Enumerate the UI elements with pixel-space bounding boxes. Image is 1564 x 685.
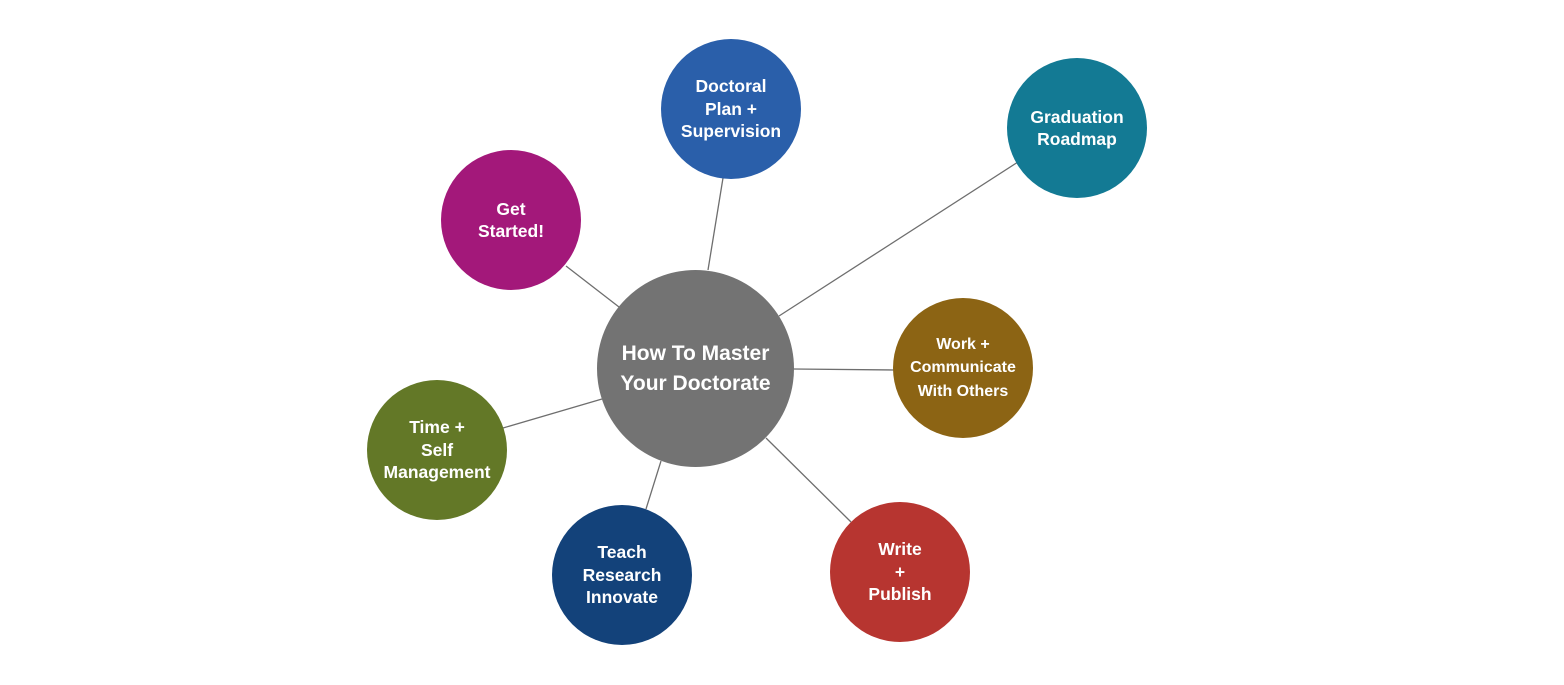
topic-label-doctoral-plan: Doctoral Plan + Supervision <box>680 76 782 142</box>
topic-label-get-started: Get Started! <box>477 198 545 241</box>
topic-node-doctoral-plan[interactable]: Doctoral Plan + Supervision <box>661 39 801 179</box>
topic-node-write-publish[interactable]: Write + Publish <box>830 502 970 642</box>
central-topic-node: How To Master Your Doctorate <box>597 270 794 467</box>
connector-get-started <box>565 265 620 308</box>
connector-write-publish <box>765 437 852 523</box>
topic-label-write-publish: Write + Publish <box>868 539 932 605</box>
topic-node-time-self-management[interactable]: Time + Self Management <box>367 380 507 520</box>
connector-time-self-management <box>502 398 603 429</box>
topic-label-work-communicate: Work + Communicate With Others <box>910 336 1016 400</box>
topic-node-graduation-roadmap[interactable]: Graduation Roadmap <box>1007 58 1147 198</box>
connector-teach-research-innovate <box>645 460 662 510</box>
topic-node-teach-research-innovate[interactable]: Teach Research Innovate <box>552 505 692 645</box>
topic-node-get-started[interactable]: Get Started! <box>441 150 581 290</box>
connector-graduation-roadmap <box>778 161 1019 317</box>
central-topic-label: How To Master Your Doctorate <box>620 342 771 395</box>
connector-work-communicate <box>792 368 895 371</box>
topic-label-graduation-roadmap: Graduation Roadmap <box>1030 106 1124 149</box>
topic-node-work-communicate[interactable]: Work + Communicate With Others <box>893 298 1033 438</box>
connector-doctoral-plan <box>707 177 724 271</box>
topic-label-teach-research-innovate: Teach Research Innovate <box>582 542 662 608</box>
topic-label-time-self-management: Time + Self Management <box>383 417 491 483</box>
